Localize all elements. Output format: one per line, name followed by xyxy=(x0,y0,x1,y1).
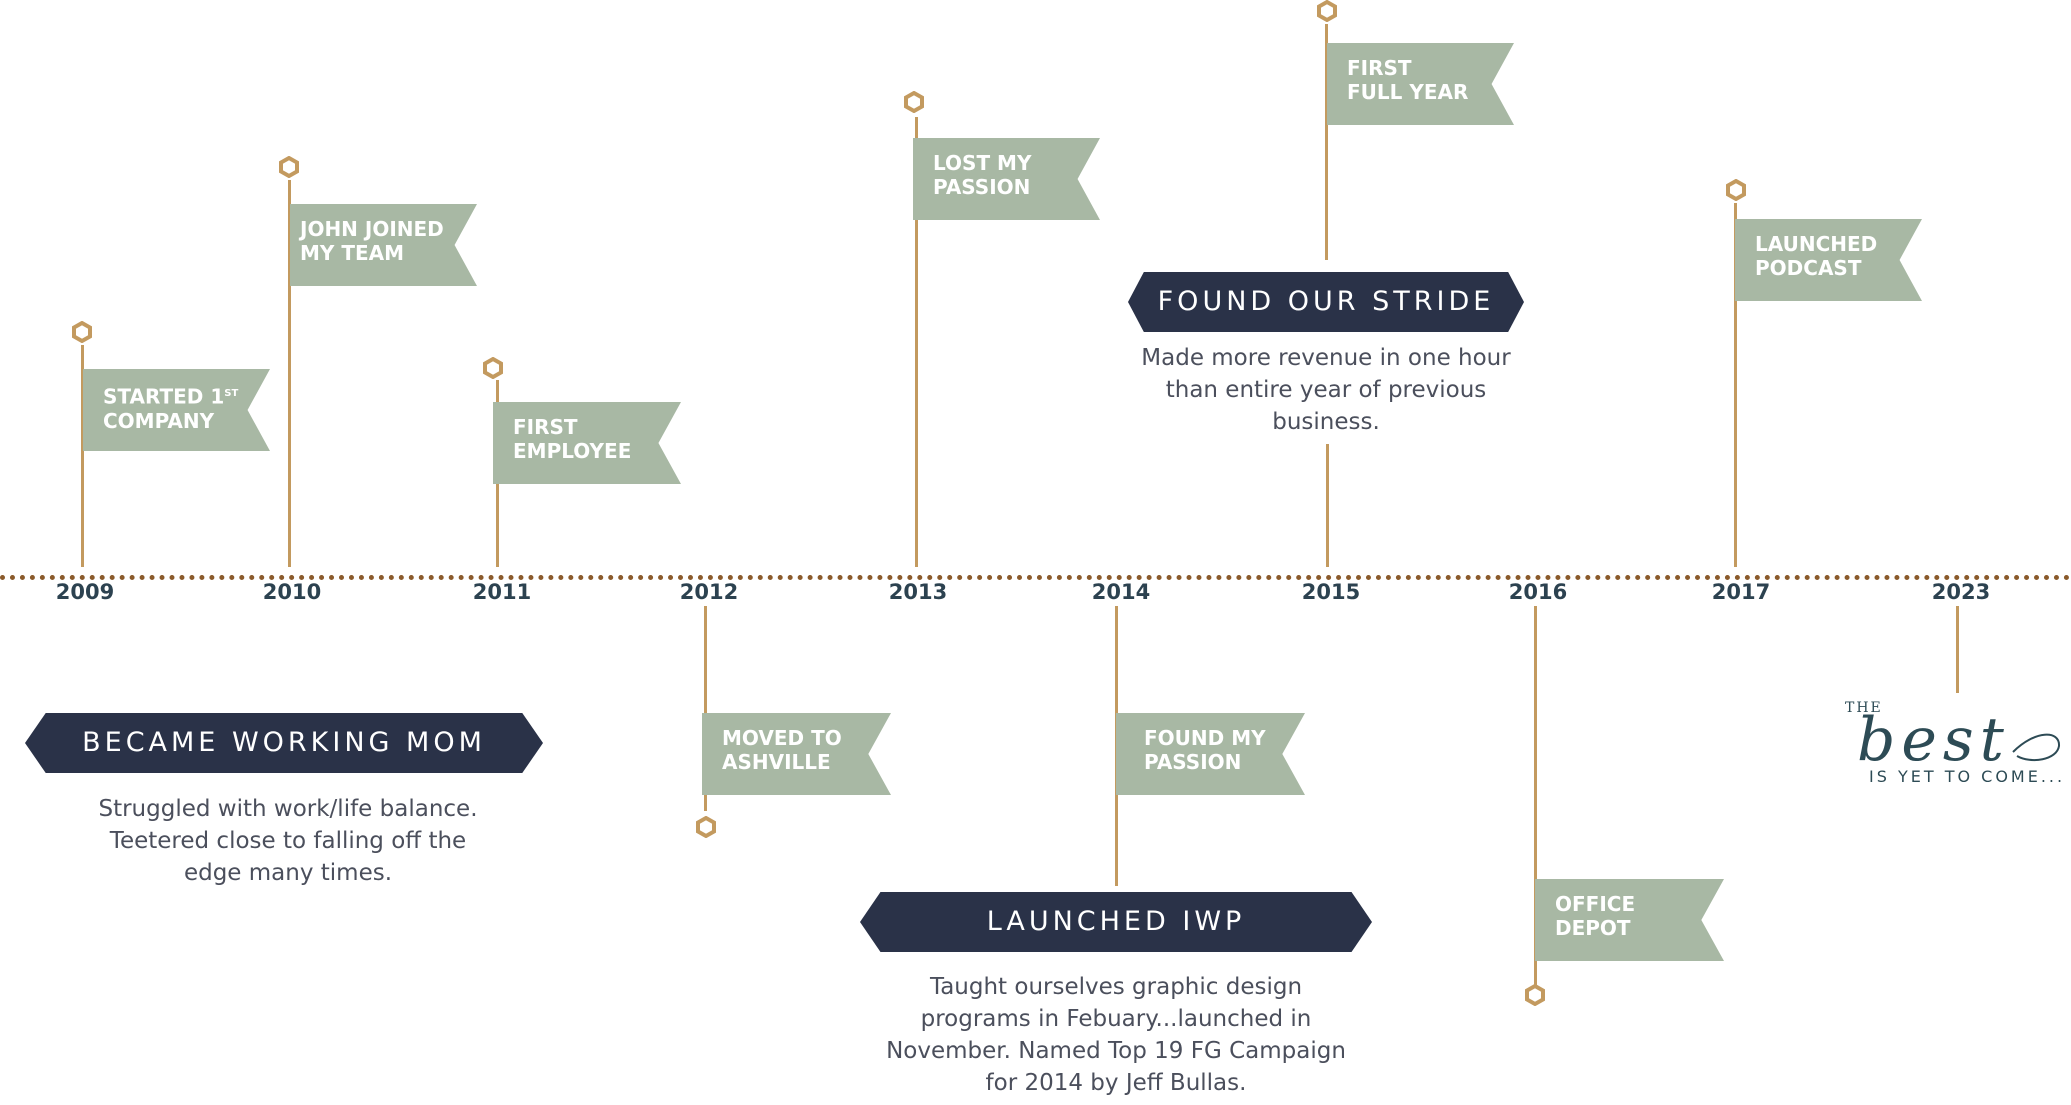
flag-label-line2: DEPOT xyxy=(1555,916,1631,940)
description-line: programs in Febuary...launched in xyxy=(920,1006,1312,1032)
hexagon-ring-icon xyxy=(1726,179,1746,201)
flag-label-line2: MY TEAM xyxy=(300,241,405,265)
hexagon-ring-icon xyxy=(696,816,716,838)
year-label-2011: 2011 xyxy=(472,580,532,604)
banner-became-working-mom: BECAME WORKING MOM xyxy=(25,713,543,773)
hexagon-ring-icon xyxy=(483,357,503,379)
flag-label-line1: FIRST xyxy=(513,415,578,439)
year-label-2016: 2016 xyxy=(1508,580,1568,604)
flag-label-line2: PASSION xyxy=(933,175,1031,199)
flag-label-line2: ASHVILLE xyxy=(722,750,831,774)
pole-2013 xyxy=(915,117,918,567)
hexagon-ring-icon xyxy=(1317,0,1337,22)
year-label-2012: 2012 xyxy=(679,580,739,604)
pole-2015-upper xyxy=(1325,24,1328,260)
description-line: business. xyxy=(1272,409,1380,435)
description-launched-iwp: Taught ourselves graphic design programs… xyxy=(856,971,1376,1099)
timeline-axis xyxy=(0,575,2071,580)
the-best-is-yet-to-come-logo: THE best IS YET TO COME... xyxy=(1845,700,2065,786)
description-found-our-stride: Made more revenue in one hour than entir… xyxy=(1110,342,1542,438)
logo-tagline-text: IS YET TO COME... xyxy=(1869,767,2065,786)
pole-2012 xyxy=(704,606,707,811)
flag-label-line1: LAUNCHED xyxy=(1755,232,1878,256)
pole-2015-lower xyxy=(1326,444,1329,567)
logo-swash-icon xyxy=(2012,733,2061,762)
year-label-2009: 2009 xyxy=(55,580,115,604)
flag-label-line2: COMPANY xyxy=(103,408,215,433)
pole-2017 xyxy=(1734,203,1737,567)
year-label-2017: 2017 xyxy=(1711,580,1771,604)
logo-the-text: THE xyxy=(1845,700,1883,716)
flag-label-line1: OFFICE xyxy=(1555,892,1636,916)
banner-found-our-stride: FOUND OUR STRIDE xyxy=(1128,272,1524,332)
description-line: edge many times. xyxy=(183,860,393,886)
year-label-2023: 2023 xyxy=(1931,580,1991,604)
year-label-2015: 2015 xyxy=(1301,580,1361,604)
flag-label-line2: PASSION xyxy=(1144,750,1242,774)
description-line: for 2014 by Jeff Bullas. xyxy=(985,1070,1247,1096)
description-line: than entire year of previous xyxy=(1165,377,1487,403)
hexagon-ring-icon xyxy=(904,91,924,113)
year-label-2013: 2013 xyxy=(888,580,948,604)
description-line: Taught ourselves graphic design xyxy=(929,974,1303,1000)
flag-label-line1: FIRST xyxy=(1347,56,1412,80)
year-label-2010: 2010 xyxy=(262,580,322,604)
flag-label-line1: LOST MY xyxy=(933,151,1032,175)
flag-label-line2: EMPLOYEE xyxy=(513,439,632,463)
flag-label-line1: STARTED 1 xyxy=(103,384,225,409)
pole-2016 xyxy=(1534,606,1537,988)
logo-best-text: best xyxy=(1857,705,2010,775)
pole-2010 xyxy=(288,180,291,567)
flag-label-line1: JOHN JOINED xyxy=(300,217,444,241)
description-became-working-mom: Struggled with work/life balance. Teeter… xyxy=(64,793,512,889)
description-line: Teetered close to falling off the xyxy=(109,828,467,854)
flag-label-superscript: ST xyxy=(224,388,239,399)
hexagon-ring-icon xyxy=(1525,984,1545,1006)
description-line: November. Named Top 19 FG Campaign xyxy=(886,1038,1346,1064)
pole-2023 xyxy=(1956,606,1959,693)
description-line: Made more revenue in one hour xyxy=(1141,345,1511,371)
description-line: Struggled with work/life balance. xyxy=(98,796,478,822)
flag-label-line1: FOUND MY xyxy=(1144,726,1266,750)
hexagon-ring-icon xyxy=(279,156,299,178)
flag-started-company: STARTED 1ST COMPANY xyxy=(83,369,270,451)
hexagon-ring-icon xyxy=(72,321,92,343)
year-label-2014: 2014 xyxy=(1091,580,1151,604)
flag-label-line2: PODCAST xyxy=(1755,256,1862,280)
pole-2009 xyxy=(81,345,84,567)
flag-label-line2: FULL YEAR xyxy=(1347,80,1469,104)
banner-launched-iwp: LAUNCHED IWP xyxy=(860,892,1372,952)
flag-label-line1: MOVED TO xyxy=(722,726,842,750)
